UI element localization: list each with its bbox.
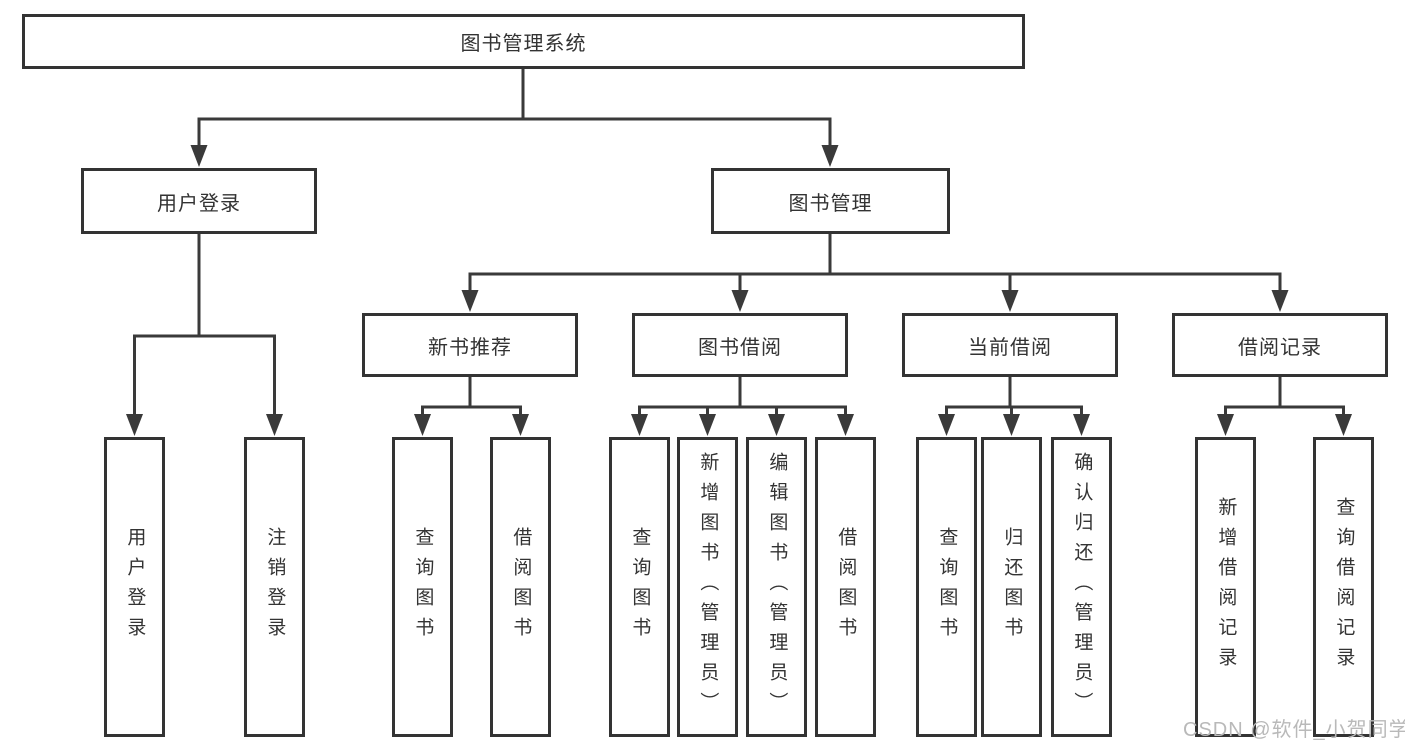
node-book-borrow-label: 图书借阅 bbox=[698, 336, 782, 359]
leaf-add-book-admin-label: 新增图书（管理员） bbox=[697, 452, 719, 722]
leaf-query-borrow-record-label: 查询借阅记录 bbox=[1333, 497, 1355, 677]
root-node-label: 图书管理系统 bbox=[460, 33, 587, 55]
node-current-borrow-label: 当前借阅 bbox=[968, 336, 1052, 359]
csdn-watermark: CSDN @软件_小贺同学 bbox=[1183, 719, 1405, 741]
leaf-logout-label: 注销登录 bbox=[264, 527, 286, 647]
node-user-login-label: 用户登录 bbox=[157, 192, 241, 215]
leaf-return-books: 归还图书 bbox=[981, 437, 1042, 737]
leaf-user-login: 用户登录 bbox=[104, 437, 165, 737]
leaf-borrow-books-label: 借阅图书 bbox=[835, 527, 857, 647]
node-current-borrow: 当前借阅 bbox=[902, 313, 1118, 377]
leaf-edit-book-admin-label: 编辑图书（管理员） bbox=[766, 452, 788, 722]
node-borrow-records: 借阅记录 bbox=[1172, 313, 1388, 377]
leaf-query-books-recommend: 查询图书 bbox=[392, 437, 453, 737]
leaf-logout: 注销登录 bbox=[244, 437, 305, 737]
leaf-confirm-return-admin-label: 确认归还（管理员） bbox=[1071, 452, 1093, 722]
leaf-add-book-admin: 新增图书（管理员） bbox=[677, 437, 738, 737]
node-book-borrow: 图书借阅 bbox=[632, 313, 848, 377]
leaf-borrow-books: 借阅图书 bbox=[815, 437, 876, 737]
leaf-borrow-books-recommend: 借阅图书 bbox=[490, 437, 551, 737]
leaf-query-books-current-label: 查询图书 bbox=[936, 527, 958, 647]
leaf-edit-book-admin: 编辑图书（管理员） bbox=[746, 437, 807, 737]
leaf-confirm-return-admin: 确认归还（管理员） bbox=[1051, 437, 1112, 737]
node-book-management: 图书管理 bbox=[711, 168, 950, 234]
leaf-query-books-borrow: 查询图书 bbox=[609, 437, 670, 737]
node-new-book-recommend-label: 新书推荐 bbox=[428, 336, 512, 359]
leaf-return-books-label: 归还图书 bbox=[1001, 527, 1023, 647]
leaf-add-borrow-record-label: 新增借阅记录 bbox=[1215, 497, 1237, 677]
leaf-query-books-borrow-label: 查询图书 bbox=[629, 527, 651, 647]
leaf-query-books-recommend-label: 查询图书 bbox=[412, 527, 434, 647]
node-borrow-records-label: 借阅记录 bbox=[1238, 336, 1322, 359]
node-book-management-label: 图书管理 bbox=[788, 192, 873, 215]
leaf-query-books-current: 查询图书 bbox=[916, 437, 977, 737]
node-user-login: 用户登录 bbox=[81, 168, 317, 234]
leaf-borrow-books-recommend-label: 借阅图书 bbox=[510, 527, 532, 647]
leaf-add-borrow-record: 新增借阅记录 bbox=[1195, 437, 1256, 737]
leaf-query-borrow-record: 查询借阅记录 bbox=[1313, 437, 1374, 737]
leaf-user-login-label: 用户登录 bbox=[124, 527, 146, 647]
root-node-book-management-system: 图书管理系统 bbox=[22, 14, 1025, 69]
node-new-book-recommend: 新书推荐 bbox=[362, 313, 578, 377]
